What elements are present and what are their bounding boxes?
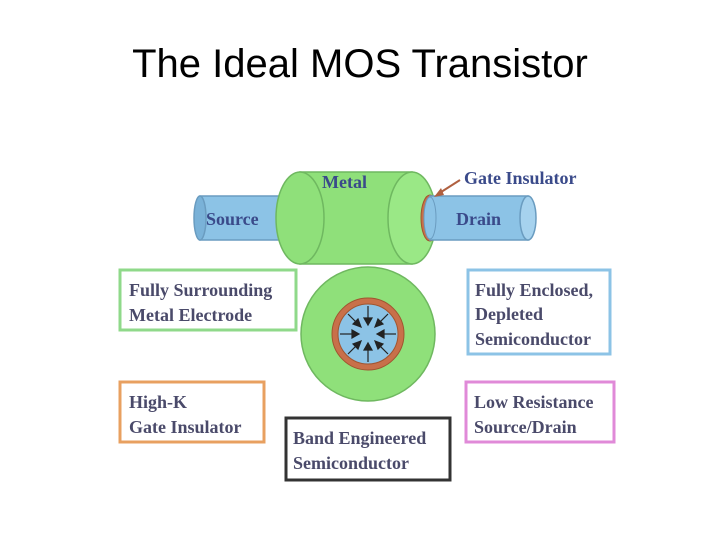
gate-insulator-arrow [434,179,461,197]
metal-label: Metal [322,172,367,192]
svg-text:Band Engineered: Band Engineered [293,428,426,448]
drain-rod [423,195,537,241]
slide-title: The Ideal MOS Transistor [132,42,588,86]
svg-text:Semiconductor: Semiconductor [475,329,591,349]
field-arrows [340,306,396,362]
svg-text:Metal Electrode: Metal Electrode [129,305,252,325]
fully-surrounding-box: Fully Surrounding Metal Electrode [118,268,298,332]
svg-text:High-K: High-K [129,392,187,412]
svg-text:Source/Drain: Source/Drain [474,417,577,437]
high-k-box: High-K Gate Insulator [118,380,266,444]
fully-enclosed-box: Fully Enclosed, Depleted Semiconductor [466,268,612,356]
svg-text:Semiconductor: Semiconductor [293,453,409,473]
svg-text:Gate Insulator: Gate Insulator [129,417,242,437]
svg-text:Fully Enclosed,: Fully Enclosed, [475,280,593,300]
low-resistance-box: Low Resistance Source/Drain [464,380,616,444]
drain-label: Drain [456,209,501,229]
svg-text:Depleted: Depleted [475,304,543,324]
band-engineered-box: Band Engineered Semiconductor [284,416,452,482]
svg-text:Fully Surrounding: Fully Surrounding [129,280,272,300]
gate-insulator-label: Gate Insulator [464,168,577,188]
source-label: Source [206,209,259,229]
svg-text:Low Resistance: Low Resistance [474,392,594,412]
cross-section [300,266,436,402]
source-rod [193,195,285,241]
